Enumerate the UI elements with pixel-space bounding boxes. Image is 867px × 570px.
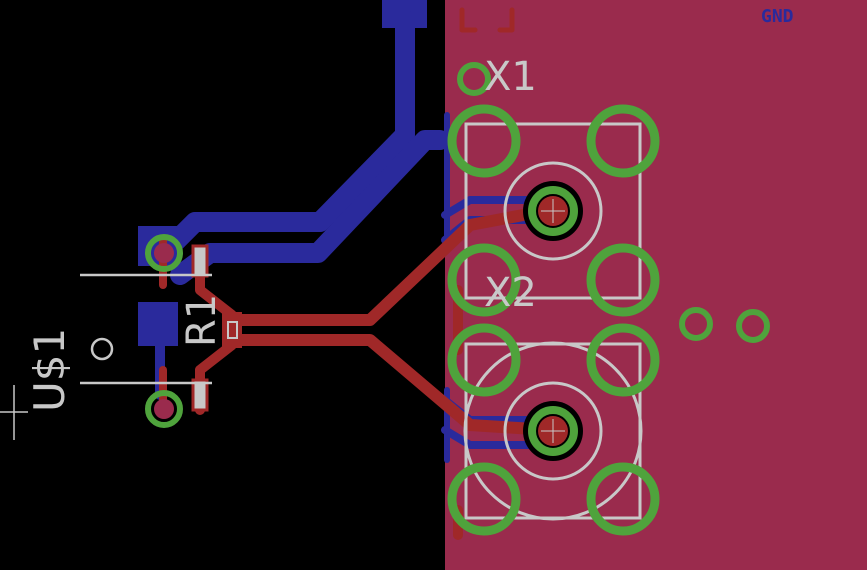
x1-ground-pad-tl — [447, 104, 521, 178]
r1-pad-body — [222, 312, 242, 348]
x2-ground-pad-bl — [447, 462, 521, 536]
x2-silk-ring — [463, 341, 643, 521]
x1-ground-pad-br — [586, 243, 660, 317]
x2-ground-pad-br — [586, 462, 660, 536]
bottom-trace-second — [170, 130, 450, 285]
bottom-trace-x2-b — [441, 426, 534, 449]
bottom-trace-main — [162, 10, 415, 255]
left-vias — [145, 234, 183, 428]
via-right-2 — [736, 309, 770, 343]
right-vias — [679, 307, 770, 343]
x1-label: X1 — [484, 54, 537, 100]
x2-label: X2 — [484, 270, 537, 316]
via-left-lower — [145, 390, 183, 428]
top-copper-bracket — [459, 7, 515, 33]
us1-label: U$1 — [25, 328, 74, 412]
x1-ref-via — [457, 62, 491, 96]
us1-silkscreen — [0, 273, 212, 440]
via-right-1 — [679, 307, 713, 341]
us1-pin1-marker — [90, 337, 114, 361]
via-left-upper-hole — [154, 243, 174, 263]
x1-ground-pad-bl — [447, 243, 521, 317]
r1-pad-bottom — [191, 378, 209, 412]
x2-footprint — [447, 323, 660, 536]
x2-silk-ring-inner — [503, 381, 603, 481]
x2-ground-pad-tr — [586, 323, 660, 397]
x2-ground-pad-tl — [447, 323, 521, 397]
x1-center-pin — [528, 186, 578, 236]
x1-ground-pad-tr — [586, 104, 660, 178]
bottom-trace-x1-a — [441, 196, 534, 219]
r1-pad-top — [191, 244, 209, 278]
x2-center-pin — [528, 406, 578, 456]
r1-label: R1 — [179, 294, 225, 347]
x1-silk-outline — [464, 122, 642, 300]
r1-silk-body — [227, 321, 238, 339]
gnd-label: GND — [761, 6, 794, 27]
top-trace-r1-lower — [226, 334, 556, 436]
x1-silk-ring — [503, 161, 603, 261]
via-left-lower-hole — [154, 399, 174, 419]
via-left-upper — [145, 234, 183, 272]
top-trace-r1-upper — [226, 204, 556, 326]
x1-footprint — [447, 62, 660, 317]
r1-footprint — [191, 244, 242, 412]
